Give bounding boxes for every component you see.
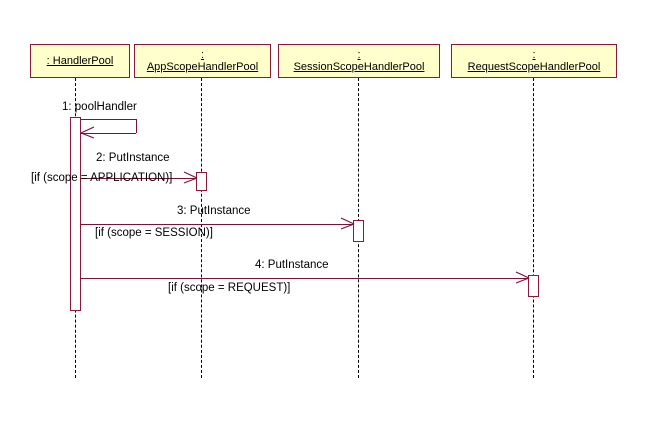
activation-bar-session-scope-handler-pool <box>353 220 364 242</box>
lifeline-app-scope-handler-pool <box>201 78 202 378</box>
lifeline-request-scope-handler-pool <box>533 78 534 378</box>
message-2-guard: [if (scope = APPLICATION)] <box>31 172 173 184</box>
lifeline-head-session-scope-colon: : <box>357 49 361 61</box>
message-3-line <box>81 224 354 225</box>
activation-bar-request-scope-handler-pool <box>528 275 539 297</box>
lifeline-head-request-scope-handler-pool[interactable]: : RequestScopeHandlerPool <box>451 44 617 78</box>
lifeline-head-handler-pool-label: : HandlerPool <box>46 55 114 67</box>
message-1-line-right <box>136 119 137 133</box>
message-2-line <box>81 178 197 179</box>
message-1-label: 1: poolHandler <box>62 101 137 113</box>
lifeline-head-session-scope-handler-pool[interactable]: : SessionScopeHandlerPool <box>278 44 440 78</box>
message-1-line-top <box>81 119 136 120</box>
message-1-line-bottom <box>81 133 136 134</box>
message-2-label: 2: PutInstance <box>96 152 170 164</box>
lifeline-head-request-scope-handler-pool-label: RequestScopeHandlerPool <box>467 61 601 73</box>
message-3-guard: [if (scope = SESSION)] <box>95 227 213 239</box>
lifeline-head-session-scope-handler-pool-label: SessionScopeHandlerPool <box>293 61 425 73</box>
lifeline-head-app-scope-handler-pool[interactable]: : AppScopeHandlerPool <box>134 44 271 78</box>
message-4-label: 4: PutInstance <box>255 259 329 271</box>
lifeline-head-app-scope-handler-pool-label: AppScopeHandlerPool <box>146 61 259 73</box>
lifeline-head-request-scope-colon: : <box>532 49 536 61</box>
lifeline-head-handler-pool[interactable]: : HandlerPool <box>30 44 130 78</box>
lifeline-head-app-scope-colon: : <box>200 49 205 61</box>
activation-bar-app-scope-handler-pool <box>196 172 207 191</box>
message-4-guard: [if (scope = REQUEST)] <box>168 282 291 294</box>
message-4-line <box>81 278 529 279</box>
message-3-label: 3: PutInstance <box>177 205 251 217</box>
activation-bar-handler-pool <box>70 117 81 311</box>
